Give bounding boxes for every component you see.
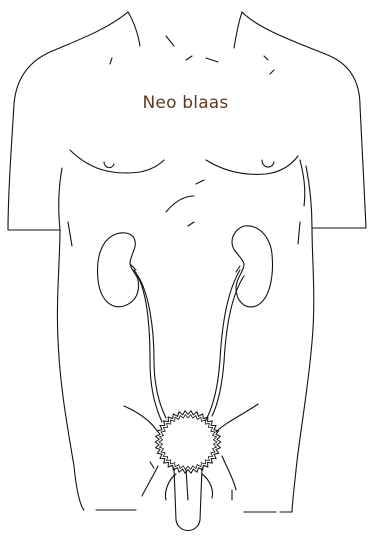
thigh-left-inner [150, 462, 154, 468]
pelvis-right [216, 404, 258, 432]
neo-bladder [155, 411, 221, 473]
ureter-left-b [138, 276, 166, 418]
ureters [134, 270, 244, 422]
thigh-left [142, 466, 158, 496]
urethra [186, 470, 188, 500]
chest-details [68, 36, 305, 246]
shoulder-tick-left [110, 58, 112, 64]
pelvis-lines [96, 404, 292, 512]
kidney-left [98, 233, 139, 307]
neck-right [234, 12, 242, 48]
shoulder-tick-right-2 [270, 70, 274, 74]
scrotum-right [202, 474, 213, 498]
thigh-right [222, 456, 236, 490]
left-arm-inner [59, 168, 62, 230]
collarbone-left-2 [186, 56, 192, 60]
ureter-right-a [206, 270, 240, 420]
nipple-left [104, 162, 114, 168]
diagram-title: Neo blaas [0, 93, 371, 113]
collarbone-right [206, 58, 218, 62]
body-right-outline [242, 12, 366, 512]
neck-left [128, 12, 140, 46]
pelvis-left [124, 406, 158, 432]
pec-left [70, 150, 164, 173]
shoulder-tick-right [264, 56, 268, 60]
collarbone-left [166, 36, 174, 46]
side-line-right [298, 222, 300, 244]
sternum-mark [166, 196, 194, 212]
kidneys [98, 226, 273, 307]
pec-right-side [300, 160, 305, 206]
body-left-outline [8, 12, 128, 510]
side-line-left [68, 222, 72, 246]
penis [165, 468, 212, 531]
body-outline [8, 12, 366, 512]
kidney-right [232, 226, 272, 307]
neo-bladder-inner [159, 415, 217, 470]
nipple-right [262, 160, 274, 167]
ureter-right-b [212, 276, 244, 416]
pec-right [206, 156, 298, 174]
right-arm-inner [306, 166, 312, 228]
sternum-mark-2 [196, 180, 204, 184]
rib-mark [188, 222, 194, 226]
